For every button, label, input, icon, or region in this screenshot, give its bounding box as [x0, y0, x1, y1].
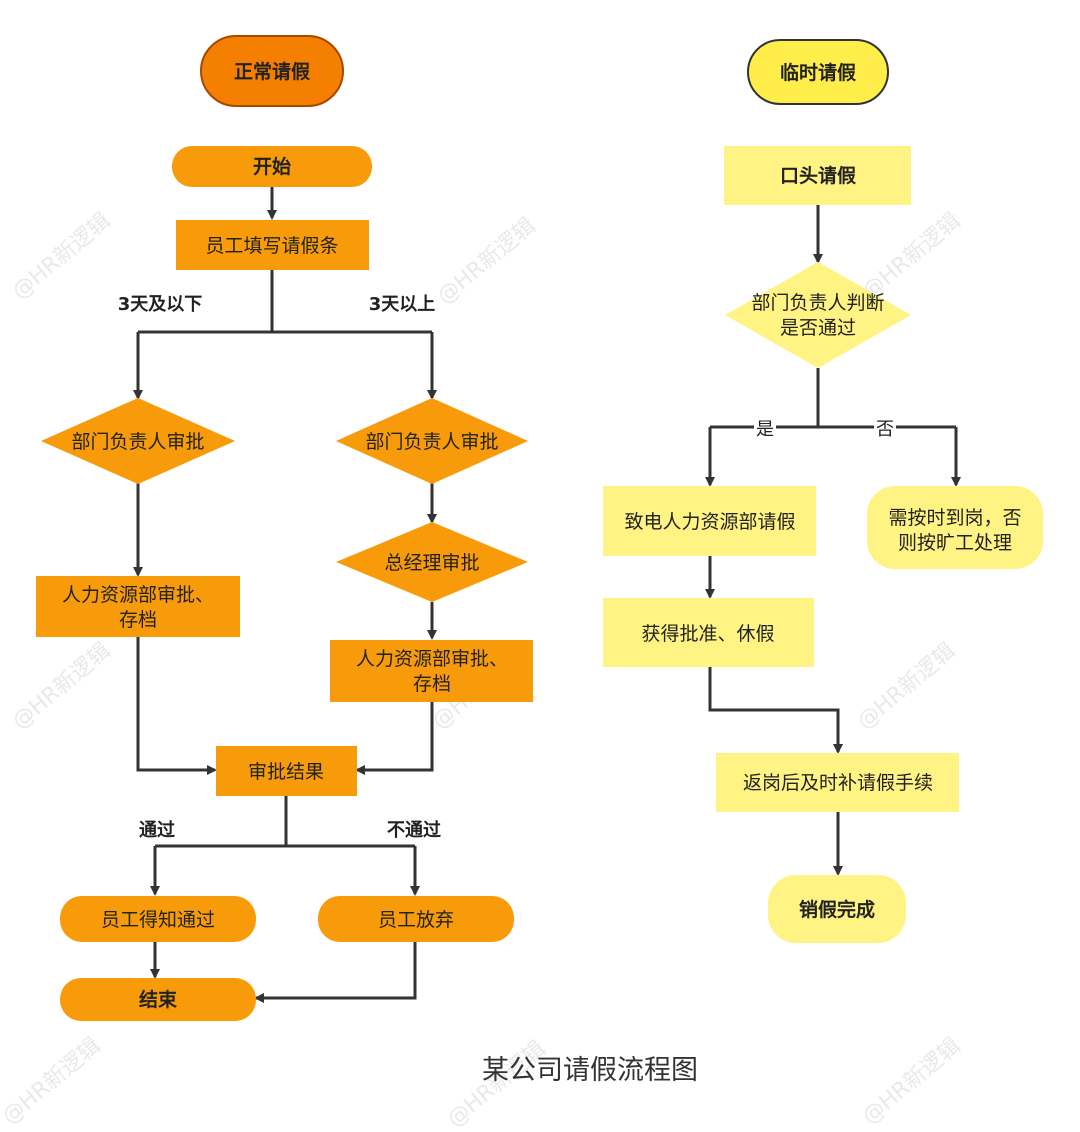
connector — [136, 637, 217, 775]
branch-short-label: 3天及以下 — [118, 294, 203, 315]
dept-judge-line2: 是否通过 — [780, 317, 856, 339]
no-label: 否 — [876, 419, 894, 440]
watermark-text: @HR新逻辑 — [858, 1033, 966, 1129]
done-label: 销假完成 — [799, 898, 875, 921]
dept-approve-short-label: 部门负责人审批 — [71, 431, 204, 453]
fill-form-node — [176, 220, 369, 270]
end-label: 结束 — [139, 988, 178, 1011]
left-flow: 正常请假 开始 员工填写请假条 3天及以下 3天以上 部门负责人审批 部门负责人… — [36, 35, 533, 1021]
dept-judge-decision — [725, 262, 911, 368]
yes-label: 是 — [756, 419, 774, 440]
done-node — [768, 875, 906, 943]
watermark-text: @HR新逻辑 — [853, 638, 961, 734]
must-report-node — [867, 486, 1043, 569]
employee-gives-up-node — [318, 896, 514, 942]
must-report-line2: 则按旷工处理 — [898, 532, 1012, 554]
hr-archive-short-line1: 人力资源部审批、 — [62, 584, 214, 606]
employee-gives-up-label: 员工放弃 — [378, 909, 454, 931]
oral-request-node — [724, 146, 911, 205]
end-node — [60, 978, 256, 1021]
branch-long-label: 3天以上 — [369, 294, 436, 315]
employee-informed-node — [60, 896, 256, 942]
connector — [708, 667, 843, 754]
dept-approve-long-label: 部门负责人审批 — [365, 431, 498, 453]
hr-archive-short-node — [36, 576, 240, 637]
gm-approve-decision — [336, 522, 528, 602]
start-node — [172, 146, 372, 187]
watermark-text: @HR新逻辑 — [8, 638, 116, 734]
watermark-text: @HR新逻辑 — [433, 213, 541, 309]
no-label-bg — [874, 418, 896, 438]
header-temporary-leave — [747, 39, 889, 105]
employee-informed-label: 员工得知通过 — [101, 909, 215, 931]
approval-result-node — [216, 746, 357, 796]
connector — [254, 942, 417, 1003]
call-hr-node — [603, 486, 816, 556]
header-temporary-leave-label: 临时请假 — [780, 61, 856, 84]
approval-result-label: 审批结果 — [248, 761, 324, 783]
approved-leave-node — [603, 598, 814, 667]
connector — [355, 702, 434, 775]
hr-archive-long-line1: 人力资源部审批、 — [356, 648, 508, 670]
fail-label: 不通过 — [387, 819, 441, 841]
pass-label: 通过 — [139, 819, 175, 841]
watermark-text: @HR新逻辑 — [858, 208, 966, 304]
header-normal-leave-label: 正常请假 — [234, 60, 310, 83]
approved-leave-label: 获得批准、休假 — [641, 623, 774, 645]
must-report-line1: 需按时到岗，否 — [888, 507, 1021, 529]
call-hr-label: 致电人力资源部请假 — [624, 511, 795, 533]
oral-request-label: 口头请假 — [780, 164, 856, 187]
fill-form-label: 员工填写请假条 — [205, 235, 338, 257]
right-flow: 临时请假 口头请假 部门负责人判断 是否通过 是 否 致电人力资源部请假 需按时… — [603, 39, 1043, 943]
yes-label-bg — [754, 418, 776, 438]
watermark-text: @HR新逻辑 — [0, 1033, 106, 1129]
gm-approve-label: 总经理审批 — [384, 552, 479, 574]
dept-approve-short-decision — [41, 398, 235, 484]
hr-archive-short-line2: 存档 — [119, 609, 157, 631]
hr-archive-long-node — [330, 640, 533, 702]
dept-judge-line1: 部门负责人判断 — [751, 292, 884, 314]
supplement-label: 返岗后及时补请假手续 — [743, 772, 933, 794]
supplement-node — [716, 753, 959, 812]
diagram-caption: 某公司请假流程图 — [482, 1055, 698, 1086]
dept-approve-long-decision — [336, 398, 528, 484]
start-label: 开始 — [253, 155, 291, 178]
hr-archive-long-line2: 存档 — [413, 673, 451, 695]
header-normal-leave — [200, 35, 344, 107]
watermark-text: @HR新逻辑 — [8, 208, 116, 304]
